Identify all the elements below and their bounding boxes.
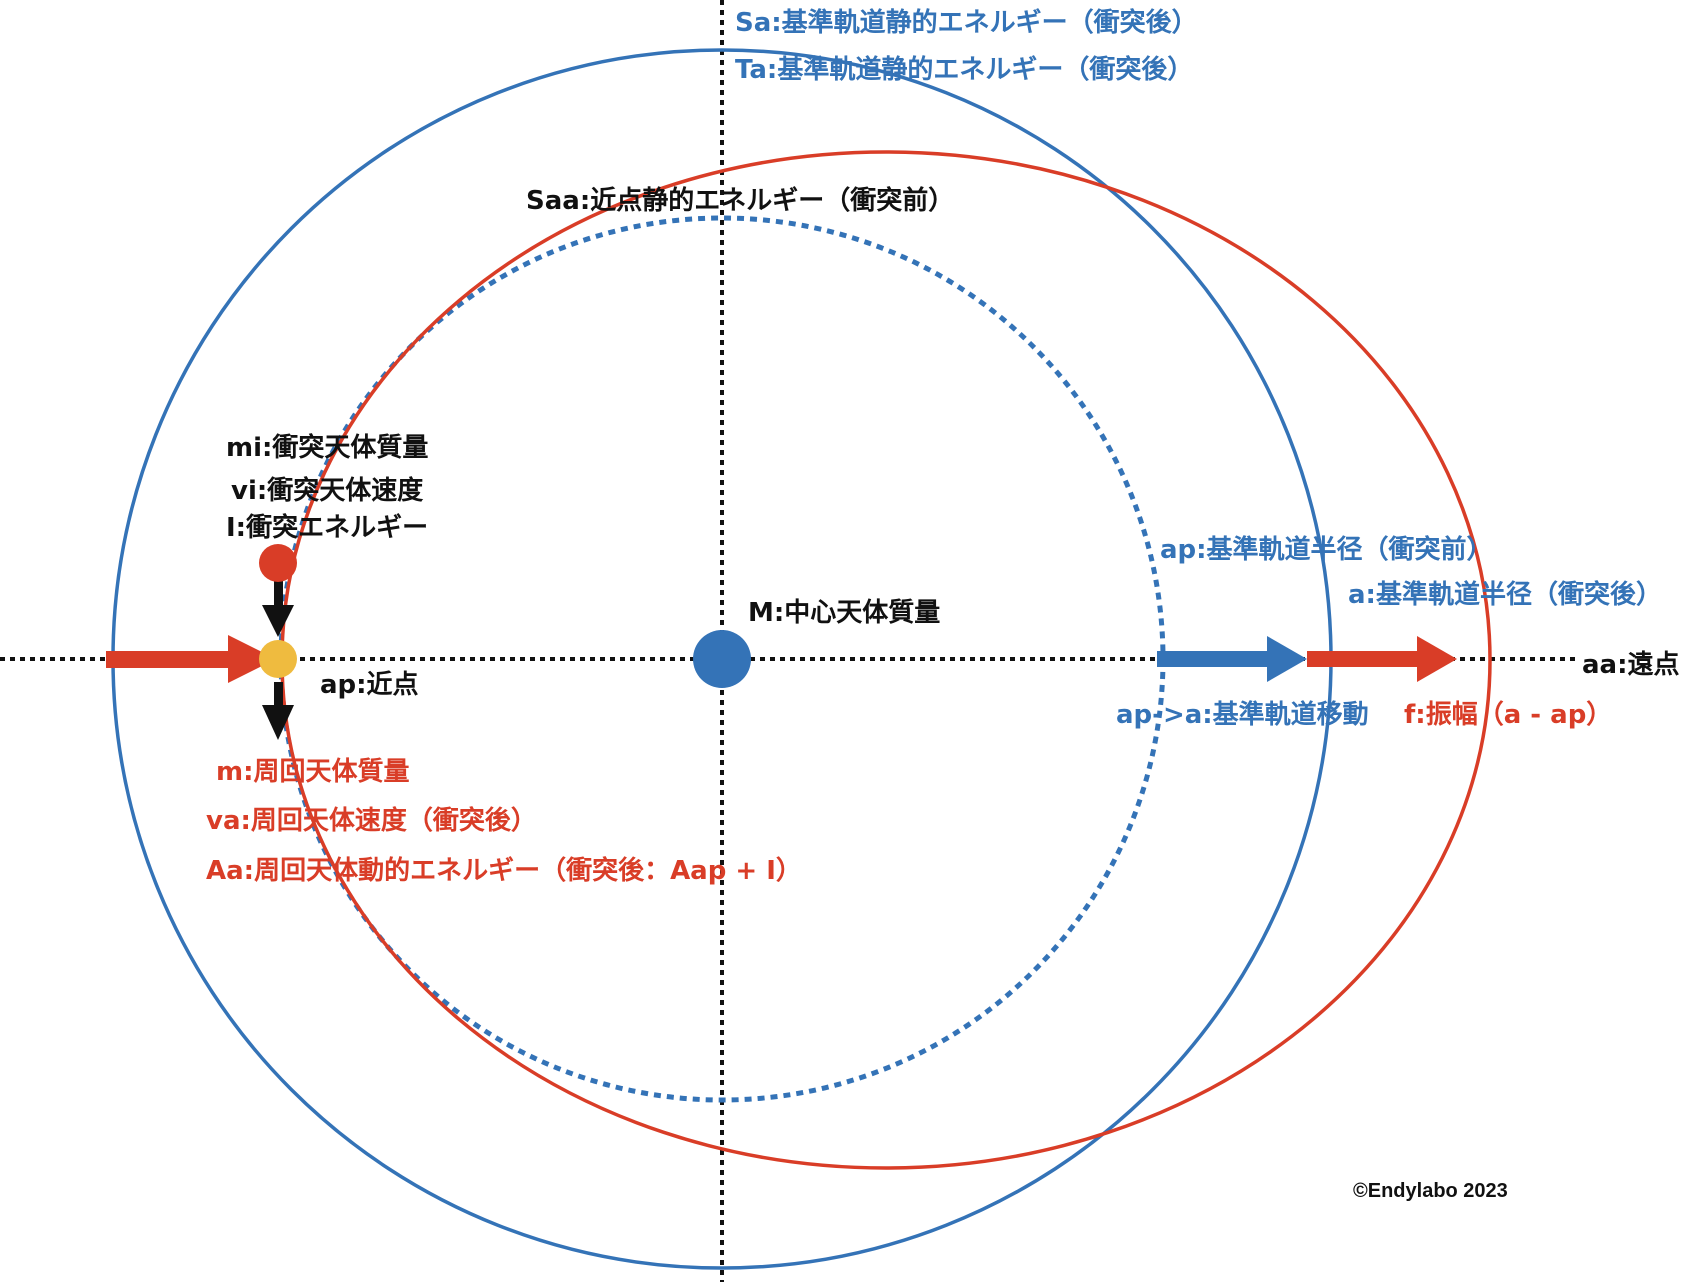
- impact-arrow: [262, 580, 294, 637]
- label-va: va:周回天体速度（衝突後）: [206, 806, 537, 836]
- label-ap-point: ap:近点: [320, 670, 419, 700]
- label-sa: Sa:基準軌道静的エネルギー（衝突後）: [735, 8, 1198, 38]
- orbit-shift-arrow: [1157, 636, 1307, 682]
- incoming-arrow: [106, 635, 276, 683]
- label-aa-energy: Aa:周回天体動的エネルギー（衝突後：Aap + I）: [206, 856, 802, 886]
- central-body: [693, 630, 751, 688]
- label-orbit-shift: ap->a:基準軌道移動: [1116, 700, 1369, 730]
- label-mi: mi:衝突天体質量: [226, 433, 429, 463]
- orbiting-body: [259, 640, 297, 678]
- copyright: ©Endylabo 2023: [1353, 1180, 1508, 1202]
- label-saa: Saa:近点静的エネルギー（衝突前）: [526, 186, 955, 216]
- label-central-mass: M:中心天体質量: [748, 598, 941, 628]
- label-ap-radius: ap:基準軌道半径（衝突前）: [1160, 535, 1493, 565]
- velocity-arrow: [262, 682, 294, 740]
- label-m: m:周回天体質量: [216, 757, 410, 787]
- label-apoapsis: aa:遠点: [1582, 650, 1680, 680]
- impactor-body: [259, 544, 297, 582]
- label-vi: vi:衝突天体速度: [231, 476, 424, 506]
- amplitude-arrow: [1307, 636, 1457, 682]
- label-a-radius: a:基準軌道半径（衝突後）: [1348, 580, 1662, 610]
- label-amplitude: f:振幅（a - ap）: [1404, 700, 1613, 730]
- label-ta: Ta:基準軌道静的エネルギー（衝突後）: [735, 55, 1194, 85]
- label-i: I:衝突エネルギー: [226, 513, 429, 543]
